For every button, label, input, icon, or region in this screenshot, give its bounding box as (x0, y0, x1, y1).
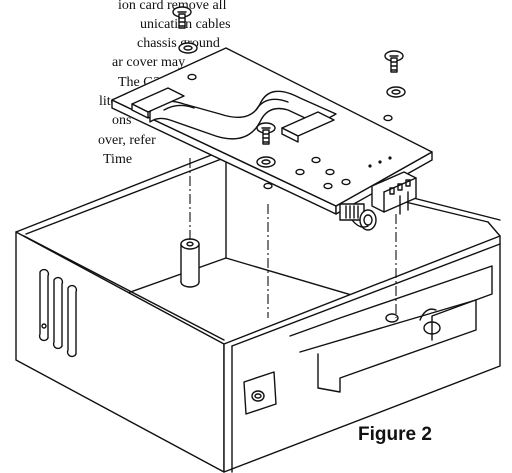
paragraph-line-9: Time (103, 152, 133, 167)
paragraph-line-8: over, refer (98, 133, 156, 148)
screw-top-right (384, 50, 406, 98)
paragraph-line-1: ion card remove all (118, 0, 227, 13)
front-cutouts (243, 265, 493, 415)
alignment-lines (189, 158, 397, 318)
board-connectors (339, 171, 417, 231)
standoff-post (180, 238, 200, 288)
paragraph-line-7: ons (112, 113, 132, 128)
vent-slots (38, 268, 78, 358)
figure-caption: Figure 2 (358, 424, 432, 445)
screw-center (256, 122, 276, 168)
screw-top-left (172, 6, 198, 54)
paragraph-line-3: chassis ground (137, 36, 220, 51)
ribbon-cable (131, 87, 337, 143)
paragraph-line-4: ar cover may (112, 55, 186, 70)
